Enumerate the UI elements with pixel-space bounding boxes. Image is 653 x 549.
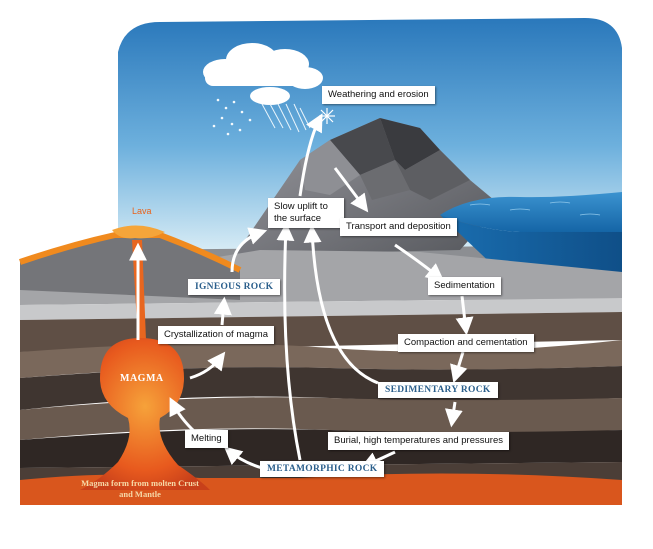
- cloud-icon: [203, 43, 323, 105]
- arrow-metamorphic-to-melting: [223, 446, 263, 470]
- sedimentation-label: Sedimentation: [428, 277, 501, 295]
- arrow-melting-to-magma: [169, 397, 197, 434]
- arrow-transport-to-sedimentation: [394, 243, 445, 282]
- arrow-weathering-to-transport: [333, 167, 369, 213]
- snowflake-icon: [319, 108, 335, 124]
- magma-origin-caption: Magma form from molten Crust and Mantle: [81, 478, 199, 499]
- uplift-label: Slow uplift to the surface: [268, 198, 344, 228]
- crystallization-label: Crystallization of magma: [158, 326, 275, 344]
- compaction-label: Compaction and cementation: [398, 334, 534, 352]
- burial-label: Burial, high temperatures and pressures: [328, 432, 509, 450]
- arrow-crystallization-to-igneous: [213, 296, 232, 326]
- arrow-sedimentary-to-uplift: [303, 224, 379, 385]
- sedimentary-rock-label: SEDIMENTARY ROCK: [378, 382, 498, 398]
- ocean-surface: [440, 192, 622, 232]
- transport-label: Transport and deposition: [340, 218, 457, 236]
- igneous-rock-label: IGNEOUS ROCK: [188, 279, 281, 295]
- arrow-sedimentary-to-burial: [444, 401, 463, 428]
- snow-dots: [212, 98, 252, 136]
- arrow-metamorphic-to-uplift: [276, 222, 302, 461]
- metamorphic-rock-label: METAMORPHIC ROCK: [260, 461, 385, 477]
- lava-label: Lava: [132, 206, 152, 216]
- volcano: [19, 225, 242, 300]
- arrow-uplift-to-weathering: [298, 113, 323, 197]
- arrow-igneous-to-uplift: [230, 227, 268, 273]
- ocean-side: [440, 215, 622, 272]
- arrow-compaction-to-sedimentary: [450, 351, 468, 384]
- magma-label: MAGMA: [120, 373, 164, 384]
- melting-label: Melting: [185, 430, 228, 448]
- magma-chamber: [80, 338, 210, 490]
- arrow-magma-to-crystallization: [189, 351, 226, 380]
- arrow-sedimentation-to-compaction: [455, 295, 474, 336]
- wave-lines: [469, 201, 601, 216]
- weathering-label: Weathering and erosion: [322, 86, 435, 104]
